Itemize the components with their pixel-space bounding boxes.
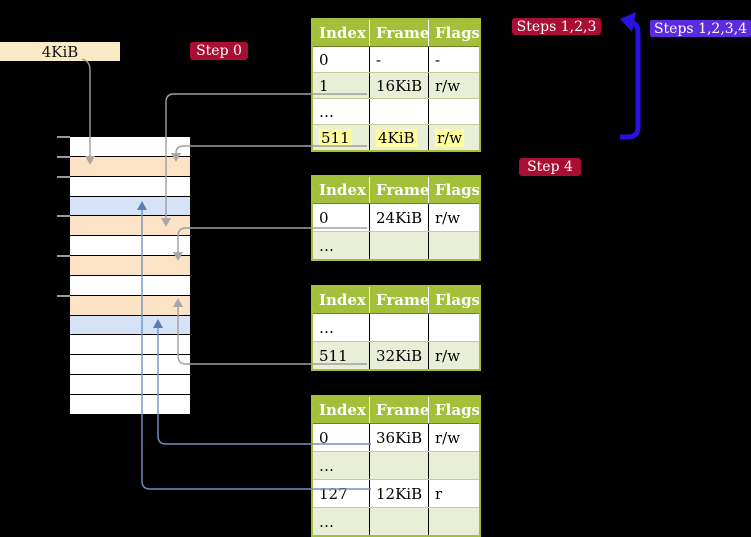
column-header: Index: [313, 177, 369, 203]
memory-frame-free: [70, 393, 190, 414]
table-cell: r/w: [428, 125, 479, 150]
table-cell: 0: [319, 50, 329, 69]
column-header: Flags: [428, 20, 479, 46]
memory-frame-free: [70, 235, 190, 256]
column-header: Index: [313, 20, 369, 46]
table-cell: 16KiB: [369, 73, 428, 98]
table-row: …: [313, 231, 479, 259]
frame-size-label: 4KiB: [0, 42, 120, 61]
table-row: 511 4KiB r/w: [313, 124, 479, 150]
table-cell: 127: [319, 484, 348, 503]
table-cell: [369, 508, 428, 535]
memory-frame-free: [70, 175, 190, 196]
table-cell: 36KiB: [369, 424, 428, 451]
memory-frame-table: [70, 294, 190, 315]
column-header: Frame: [369, 20, 428, 46]
column-header: Frame: [369, 287, 428, 313]
badge-step-4: Step 4: [519, 158, 581, 176]
column-header: Flags: [428, 287, 479, 313]
table-cell: r/w: [428, 424, 479, 451]
table-cell: [428, 508, 479, 535]
table-cell: [428, 452, 479, 479]
table-cell: [369, 452, 428, 479]
steps-loop-arrowhead: [620, 12, 636, 32]
memory-frame-page: [70, 314, 190, 335]
table-row: …: [313, 451, 479, 479]
table-cell: 4KiB: [369, 125, 428, 150]
column-header: Flags: [428, 397, 479, 423]
memory-frame-free: [70, 354, 190, 375]
table-cell: 511: [313, 125, 369, 150]
column-header: Index: [313, 397, 369, 423]
table-row: …: [313, 313, 479, 341]
memory-frame-free: [70, 137, 190, 156]
table-cell: …: [313, 232, 369, 259]
table-cell: …: [313, 508, 369, 535]
highlighted-value: 4KiB: [376, 128, 417, 147]
table-cell: 32KiB: [369, 342, 428, 369]
memory-frame-free: [70, 374, 190, 394]
table-cell: 24KiB: [369, 204, 428, 231]
table-cell: 0: [319, 428, 329, 447]
table-row: …: [313, 507, 479, 535]
column-header: Index: [313, 287, 369, 313]
highlighted-value: r/w: [435, 128, 465, 147]
table-cell: [428, 232, 479, 259]
memory-frame-page: [70, 195, 190, 216]
table-row: …: [313, 98, 479, 124]
badge-step-0: Step 0: [190, 42, 248, 60]
table-cell: 12KiB: [369, 480, 428, 507]
memory-frame-table: [70, 255, 190, 275]
column-header: Frame: [369, 397, 428, 423]
memory-frame-free: [70, 274, 190, 295]
table-cell: …: [313, 452, 369, 479]
table-row: 0 --: [313, 46, 479, 72]
table-cell: 0: [319, 208, 329, 227]
table-cell: …: [319, 102, 334, 121]
table-cell: r: [428, 480, 479, 507]
badge-steps-1-2-3-4: Steps 1,2,3,4: [650, 20, 751, 37]
table-cell: [369, 99, 428, 124]
column-header: Frame: [369, 177, 428, 203]
table-cell: r/w: [428, 342, 479, 369]
memory-frame-free: [70, 334, 190, 355]
table-cell: [428, 314, 479, 341]
memory-tick-marks: [57, 136, 70, 297]
highlighted-value: 511: [319, 128, 352, 147]
table-cell: [428, 99, 479, 124]
memory-strip: [70, 137, 190, 414]
column-header: Flags: [428, 177, 479, 203]
table-cell: -: [369, 47, 428, 72]
memory-frame-table: [70, 215, 190, 236]
table-cell: [369, 232, 428, 259]
steps-loop-arrow: [620, 20, 641, 140]
memory-frame-table: [70, 155, 190, 176]
table-cell: …: [319, 318, 334, 337]
table-cell: [369, 314, 428, 341]
table-cell: 511: [313, 342, 369, 369]
table-cell: r/w: [428, 73, 479, 98]
table-cell: r/w: [428, 204, 479, 231]
table-cell: -: [428, 47, 479, 72]
badge-steps-1-2-3: Steps 1,2,3: [512, 18, 601, 35]
table-cell: 1: [313, 73, 369, 98]
